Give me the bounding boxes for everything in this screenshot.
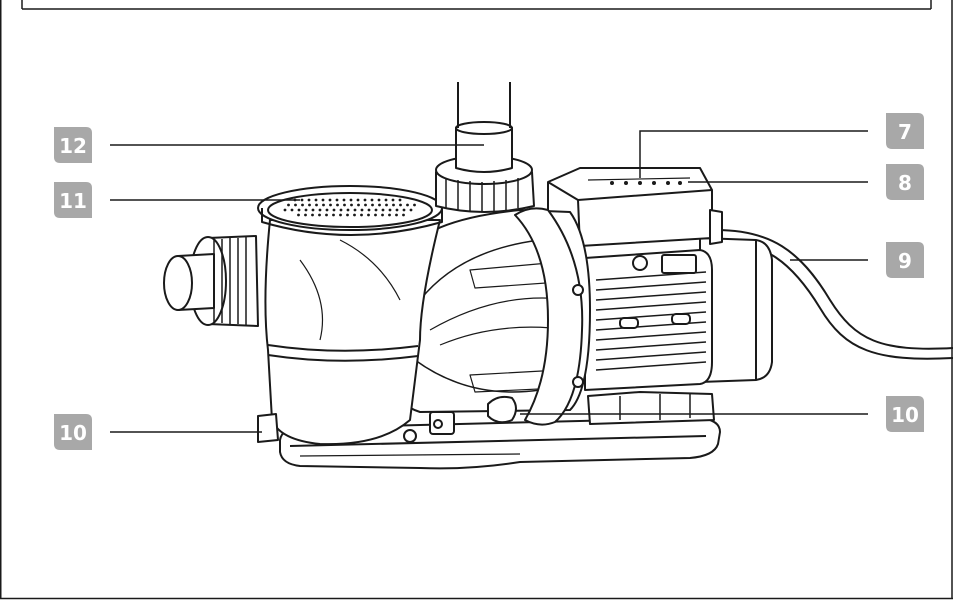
drain-plug-right [487,395,517,424]
strainer-hole [332,208,336,212]
strainer-hole [336,203,339,207]
strainer-hole [399,203,402,207]
callout-7: 7 [886,113,924,149]
callout-10-right-label: 10 [891,403,919,427]
strainer-hole [342,198,346,202]
strainer-hole [392,203,395,207]
strainer-hole [360,208,364,212]
strainer-hole [297,208,301,212]
motor-rear-cap [699,237,773,383]
strainer-hole [290,208,294,212]
strainer-holes [283,198,416,217]
strainer-hole [398,198,402,202]
strainer-hole [381,208,385,212]
strainer-hole [356,198,360,202]
strainer-hole [413,203,416,207]
strainer-hole [395,208,399,212]
strainer-hole [343,203,346,207]
strainer-hole [367,213,370,217]
callout-10-right: 10 [886,396,924,432]
strainer-hole [329,203,332,207]
strainer-hole [297,213,300,217]
clamp-ring [514,207,584,426]
strainer-hole [395,213,398,217]
strainer-hole [311,213,314,217]
strainer-hole [311,208,315,212]
strainer-hole [339,213,342,217]
strainer-housing [264,219,441,446]
strainer-hole [307,198,311,202]
strainer-hole [350,203,353,207]
strainer-hole [287,203,290,207]
strainer-hole [315,203,318,207]
strainer-hole [349,198,353,202]
power-cable [715,229,953,350]
strainer-hole [363,198,367,202]
strainer-hole [384,198,388,202]
outlet-pipe [455,127,513,173]
strainer-hole [321,198,325,202]
strainer-hole [325,208,329,212]
strainer-hole [328,198,332,202]
strainer-hole [371,203,374,207]
strainer-hole [353,208,357,212]
callout-8-label: 8 [898,171,912,195]
callout-9-label: 9 [898,249,912,273]
strainer-hole [364,203,367,207]
callout-12: 12 [54,127,92,163]
strainer-hole [294,203,297,207]
strainer-hole [322,203,325,207]
strainer-hole [367,208,371,212]
strainer-hole [301,203,304,207]
motor-body [584,249,713,391]
drain-plug-left [257,413,279,443]
strainer-hole [353,213,356,217]
strainer-hole [346,208,350,212]
strainer-hole [374,208,378,212]
callout-7-label: 7 [898,120,912,144]
strainer-hole [300,198,304,202]
strainer-hole [402,208,406,212]
strainer-hole [391,198,395,202]
strainer-hole [318,208,322,212]
strainer-hole [360,213,363,217]
pump-illustration [163,82,953,470]
leader-lines [110,130,868,433]
strainer-hole [374,213,377,217]
strainer-hole [377,198,381,202]
callout-8: 8 [886,164,924,200]
strainer-hole [283,208,287,212]
strainer-hole [314,198,318,202]
strainer-hole [388,208,392,212]
strainer-hole [339,208,343,212]
strainer-hole [370,198,374,202]
callout-10-left: 10 [54,414,92,450]
strainer-hole [406,203,409,207]
strainer-hole [318,213,321,217]
strainer-hole [381,213,384,217]
strainer-hole [335,198,339,202]
strainer-hole [378,203,381,207]
callout-11: 11 [54,182,92,218]
callout-11-label: 11 [59,189,87,213]
strainer-hole [385,203,388,207]
strainer-hole [332,213,335,217]
strainer-hole [357,203,360,207]
strainer-hole [325,213,328,217]
strainer-hole [304,213,307,217]
strainer-hole [346,213,349,217]
strainer-hole [409,208,413,212]
strainer-hole [388,213,391,217]
strainer-hole [304,208,308,212]
callout-10-left-label: 10 [59,421,87,445]
leader-7 [639,130,868,178]
callout-12-label: 12 [59,134,87,158]
strainer-hole [308,203,311,207]
strainer-hole [402,213,405,217]
callout-9: 9 [886,242,924,278]
